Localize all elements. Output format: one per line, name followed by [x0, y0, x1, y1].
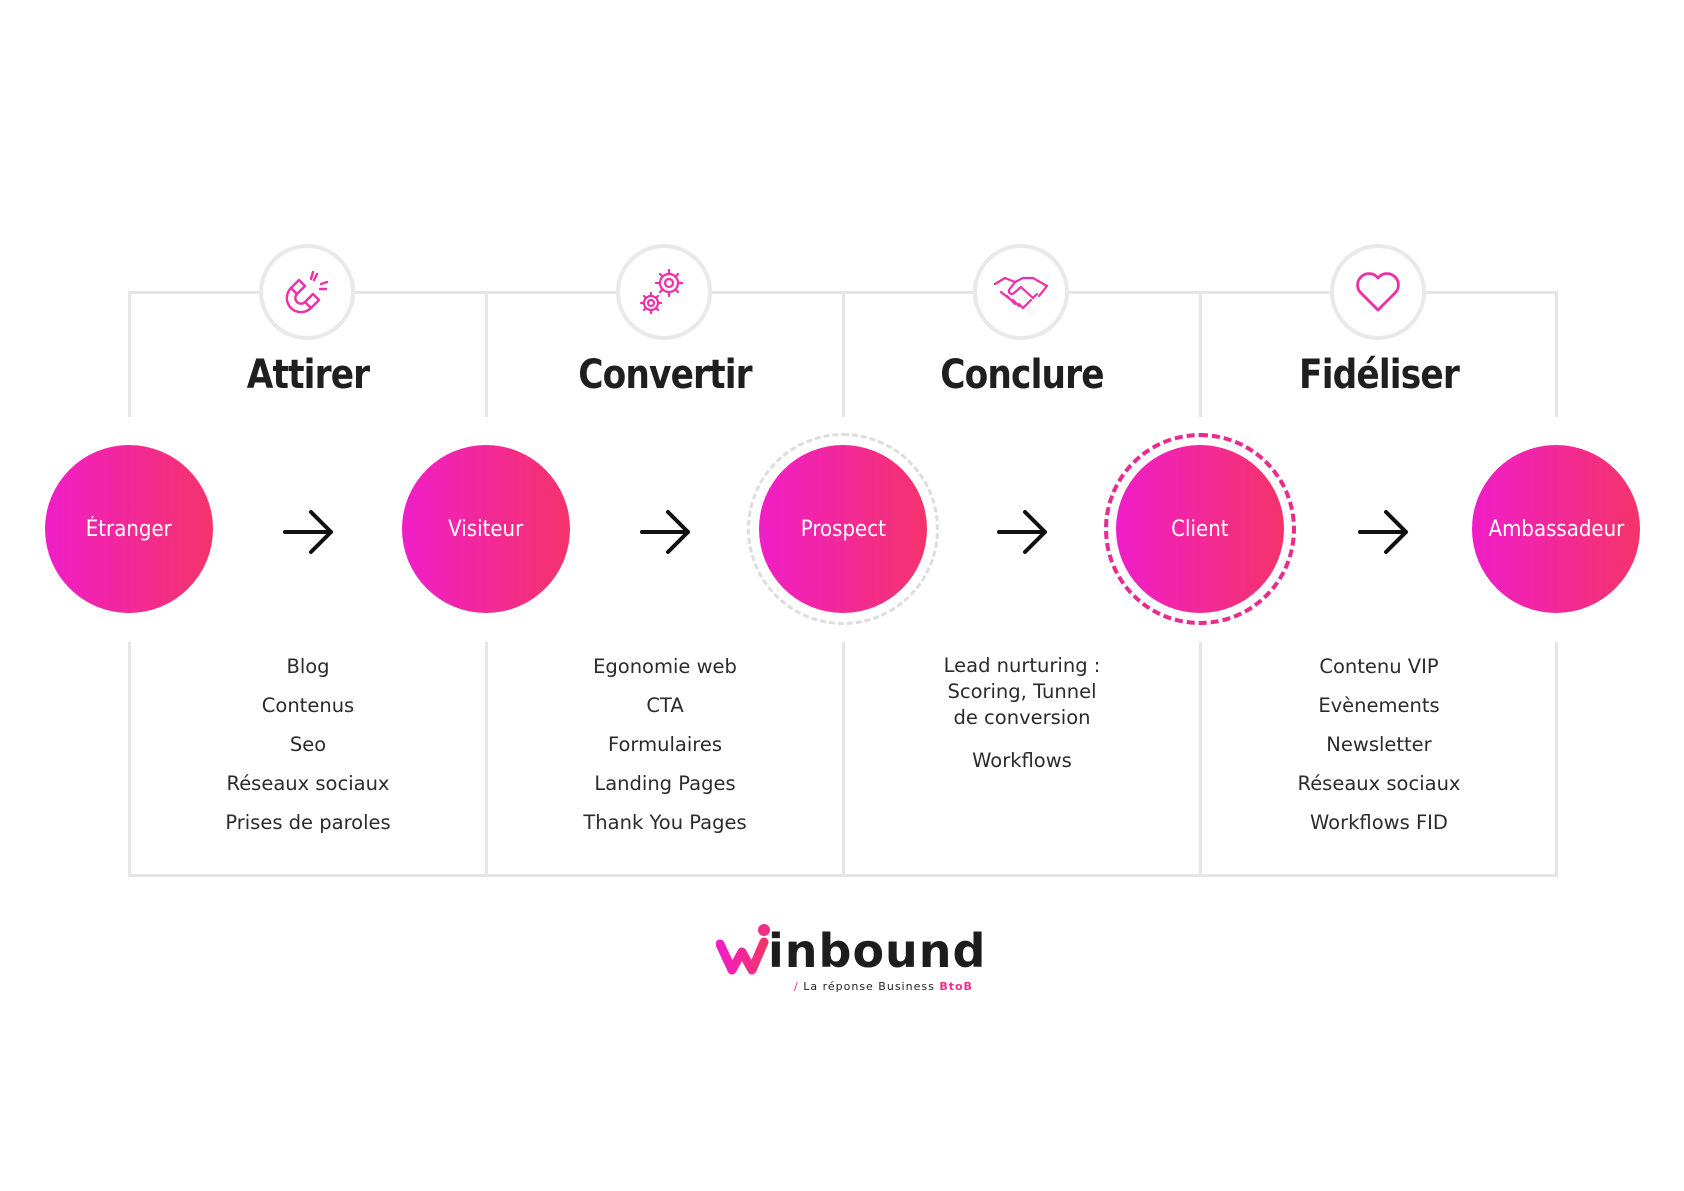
- list-item: Contenu VIP: [1319, 655, 1439, 678]
- logo-wordmark: inbound: [768, 924, 987, 978]
- heart-icon: [1356, 272, 1400, 312]
- list-item: Landing Pages: [594, 772, 736, 795]
- node-client: Client: [1116, 445, 1284, 613]
- list-item: Workflows FID: [1310, 811, 1448, 834]
- tagline-text: La réponse Business: [803, 980, 935, 993]
- stage-icon-ring-conclure: [973, 244, 1069, 340]
- tagline-accent: BtoB: [939, 980, 973, 993]
- node-label: Étranger: [85, 516, 172, 542]
- lead-line: de conversion: [953, 706, 1091, 729]
- list-item: Thank You Pages: [583, 811, 747, 834]
- stage-icon-ring-convertir: [616, 244, 712, 340]
- stage-title-conclure: Conclure: [940, 352, 1104, 398]
- list-item: Blog: [286, 655, 330, 678]
- node-label: Ambassadeur: [1488, 516, 1624, 542]
- list-item: Formulaires: [607, 733, 722, 756]
- stage-list-conclure: Lead nurturing : Scoring, Tunnel de conv…: [872, 647, 1172, 780]
- list-item: Evènements: [1318, 694, 1440, 717]
- arrow-right-icon: [640, 510, 690, 554]
- frame-divider-bottom-3: [1199, 642, 1202, 877]
- node-etranger: Étranger: [45, 445, 213, 613]
- magnet-icon: [285, 270, 329, 314]
- logo-w-mark: [716, 924, 770, 975]
- winbound-logo: inbound / La réponse Business BtoB: [716, 920, 985, 1000]
- stage-icon-ring-attirer: [259, 244, 355, 340]
- frame-divider-top-4: [1555, 291, 1558, 417]
- list-item: Réseaux sociaux: [226, 772, 390, 795]
- stage-list-fideliser: Contenu VIP Evènements Newsletter Réseau…: [1229, 647, 1529, 842]
- frame-divider-bottom-1: [485, 642, 488, 877]
- stage-title-convertir: Convertir: [578, 352, 752, 398]
- list-item: Newsletter: [1326, 733, 1432, 756]
- frame-divider-top-1: [485, 291, 488, 417]
- frame-divider-top-2: [842, 291, 845, 417]
- lead-nurturing-text: Lead nurturing : Scoring, Tunnel de conv…: [872, 653, 1172, 731]
- client-dashed-ring: [1104, 433, 1296, 625]
- handshake-icon: [993, 276, 1049, 310]
- arrow-right-icon: [1358, 510, 1408, 554]
- stage-list-convertir: Egonomie web CTA Formulaires Landing Pag…: [515, 647, 815, 842]
- prospect-dashed-ring: [747, 433, 939, 625]
- list-item: Seo: [289, 733, 327, 756]
- stage-title-fideliser: Fidéliser: [1299, 352, 1460, 398]
- list-item: Contenus: [261, 694, 355, 717]
- lead-line: Lead nurturing :: [943, 654, 1101, 677]
- stage-icon-ring-fideliser: [1330, 244, 1426, 340]
- frame-divider-bottom-4: [1555, 642, 1558, 877]
- node-label: Client: [1171, 516, 1229, 542]
- stage-list-attirer: Blog Contenus Seo Réseaux sociaux Prises…: [158, 647, 458, 842]
- logo-tagline: / La réponse Business BtoB: [794, 980, 973, 993]
- node-prospect: Prospect: [759, 445, 927, 613]
- list-item: CTA: [646, 694, 684, 717]
- node-label: Visiteur: [448, 516, 524, 542]
- arrow-right-icon: [997, 510, 1047, 554]
- frame-divider-bottom-0: [128, 642, 131, 877]
- list-item: Workflows: [972, 749, 1072, 772]
- arrow-right-icon: [283, 510, 333, 554]
- list-item: Réseaux sociaux: [1297, 772, 1461, 795]
- frame-divider-bottom-2: [842, 642, 845, 877]
- node-ambassadeur: Ambassadeur: [1472, 445, 1640, 613]
- list-item: Egonomie web: [593, 655, 737, 678]
- tagline-slash: /: [794, 980, 799, 993]
- frame-divider-top-3: [1199, 291, 1202, 417]
- stage-title-attirer: Attirer: [246, 352, 370, 398]
- frame-divider-top-0: [128, 291, 131, 417]
- lead-line: Scoring, Tunnel: [947, 680, 1097, 703]
- gears-icon: [639, 268, 684, 315]
- node-visiteur: Visiteur: [402, 445, 570, 613]
- list-item: Prises de paroles: [225, 811, 391, 834]
- node-label: Prospect: [800, 516, 886, 542]
